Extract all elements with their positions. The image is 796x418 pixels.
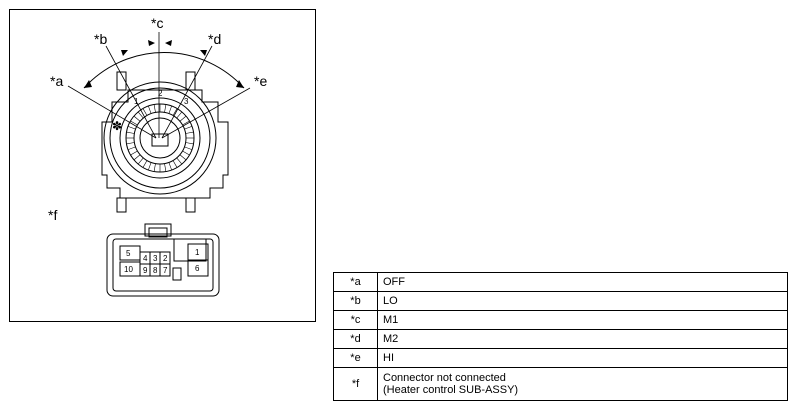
knob-tick (185, 142, 194, 145)
legend-row: *c M1 (333, 310, 788, 330)
knob-tick (164, 163, 167, 172)
knob-tick (142, 160, 148, 168)
switch-housing (101, 71, 229, 213)
knob-tick (172, 160, 178, 168)
arc-arrow-mid-left (148, 40, 155, 46)
knob-tick (142, 108, 148, 116)
arc-arrow-d (200, 50, 207, 56)
arc-arrow-left (84, 80, 92, 88)
knob-tick (153, 163, 156, 172)
knob-tick (130, 120, 138, 126)
knob-tick (133, 115, 141, 122)
legend-text: OFF (377, 272, 788, 292)
leader-e (161, 87, 251, 139)
callout-d: *d (208, 31, 222, 47)
legend-text: HI (377, 348, 788, 368)
knob-tick (148, 162, 152, 171)
legend-row: *f Connector not connected (Heater contr… (333, 367, 788, 401)
pin-10: 10 (124, 265, 133, 274)
legend-table: *a OFF *b LO *c M1 *d M2 *e HI *f Connec… (333, 272, 788, 401)
legend-key: *c (333, 310, 378, 330)
legend-text-line1: Connector not connected (383, 372, 506, 384)
legend-text: LO (377, 291, 788, 311)
knob-tick (148, 105, 152, 114)
knob-tick (168, 162, 172, 171)
pin-3: 3 (153, 254, 158, 263)
arc-arrow-mid-right (165, 40, 172, 46)
pin-box-7 (159, 263, 171, 277)
knob-tick (184, 146, 193, 150)
dial-mark-1: 1 (134, 97, 139, 106)
legend-key: *f (333, 367, 378, 401)
knob-tick (184, 126, 193, 130)
diagram-frame: 1 2 3 ✽ 5 4 3 2 10 9 8 7 (9, 9, 316, 322)
position-arc (83, 52, 245, 89)
leader-d (161, 45, 213, 139)
callout-a: *a (50, 73, 64, 89)
arc-arrow-right (236, 80, 244, 88)
knob-tick (127, 126, 136, 130)
legend-text: M1 (377, 310, 788, 330)
knob-tick (130, 150, 138, 156)
pin-7: 7 (163, 266, 168, 275)
knob-ticks (126, 104, 194, 172)
knob-tick (137, 111, 144, 119)
dial-mark-3: 3 (184, 97, 189, 106)
legend-key: *b (333, 291, 378, 311)
legend-row: *d M2 (333, 329, 788, 349)
knob-tick (185, 131, 194, 134)
dial-mark-2: 2 (158, 89, 163, 98)
pin-9: 9 (143, 266, 148, 275)
knob-tick (182, 120, 190, 126)
knob-tick (179, 154, 187, 161)
pin-2: 2 (163, 254, 168, 263)
knob-tick (126, 142, 135, 145)
knob-tick (133, 154, 141, 161)
legend-row: *a OFF (333, 272, 788, 292)
pin-box-6 (187, 259, 209, 277)
knob-tick (182, 150, 190, 156)
callout-c: *c (151, 15, 164, 31)
knob-tick (164, 104, 167, 113)
knob-tick (179, 115, 187, 122)
callout-b: *b (94, 31, 108, 47)
legend-row: *e HI (333, 348, 788, 368)
knob-tick (126, 131, 135, 134)
legend-text: Connector not connected (Heater control … (377, 367, 788, 401)
knob-tick (172, 108, 178, 116)
pin-6: 6 (195, 264, 200, 273)
legend-text: M2 (377, 329, 788, 349)
connector (106, 223, 220, 297)
fan-icon: ✽ (112, 119, 122, 133)
legend-key: *a (333, 272, 378, 292)
callout-f: *f (48, 207, 58, 223)
knob-tick (168, 105, 172, 114)
legend-key: *e (333, 348, 378, 368)
callout-e: *e (254, 73, 268, 89)
switch-diagram: 1 2 3 ✽ 5 4 3 2 10 9 8 7 (67, 32, 251, 297)
legend-key: *d (333, 329, 378, 349)
knob-tick (176, 111, 183, 119)
knob-tick (137, 157, 144, 165)
arc-arrow-b (121, 50, 128, 56)
knob-tick (153, 104, 156, 113)
pin-4: 4 (143, 254, 148, 263)
pin-8: 8 (153, 266, 158, 275)
knob-tick (127, 146, 136, 150)
pin-1: 1 (195, 248, 200, 257)
legend-text-line2: (Heater control SUB-ASSY) (383, 384, 519, 396)
knob-tick (176, 157, 183, 165)
pin-5: 5 (126, 249, 131, 258)
legend-row: *b LO (333, 291, 788, 311)
